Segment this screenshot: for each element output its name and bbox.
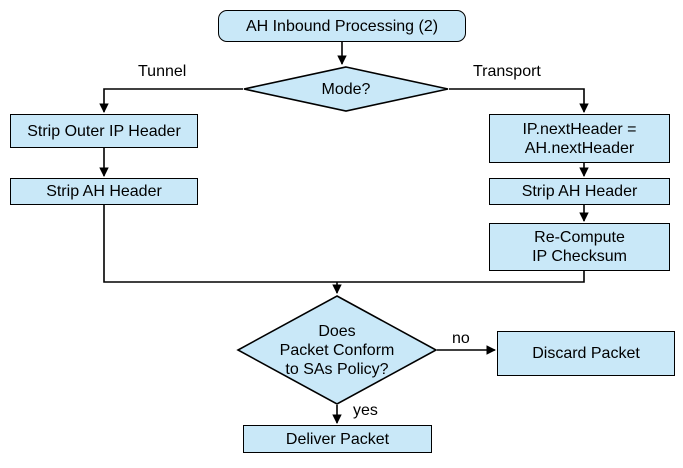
node-deliver-packet[interactable]: Deliver Packet [243, 425, 432, 453]
edge-mode-transport [449, 88, 589, 113]
node-start-label: AH Inbound Processing (2) [245, 17, 439, 35]
node-ip-nextheader-line1: IP.nextHeader = [522, 120, 637, 138]
edge-label-yes: yes [353, 402, 378, 419]
node-strip-ah-header-transport[interactable]: Strip AH Header [489, 178, 670, 205]
node-start[interactable]: AH Inbound Processing (2) [218, 10, 466, 42]
node-conform-decision[interactable]: Does Packet Conform to SAs Policy? [236, 295, 438, 405]
node-strip-ah-header-tunnel[interactable]: Strip AH Header [10, 178, 198, 205]
node-recompute-ip-checksum[interactable]: Re-Compute IP Checksum [489, 223, 670, 271]
edge-tunnel-merge [103, 205, 337, 283]
edge-transport-merge [337, 271, 585, 283]
node-mode[interactable]: Mode? [243, 66, 449, 112]
node-strip-ah-header-transport-label: Strip AH Header [521, 183, 638, 200]
node-ip-nextheader-line2: AH.nextHeader [524, 139, 635, 157]
node-ip-nextheader[interactable]: IP.nextHeader = AH.nextHeader [489, 114, 670, 163]
node-strip-outer-ip-header[interactable]: Strip Outer IP Header [10, 114, 198, 148]
node-recompute-ip-checksum-line1: Re-Compute [534, 229, 625, 246]
edge-label-no: no [452, 330, 470, 347]
node-recompute-ip-checksum-line2: IP Checksum [532, 248, 627, 265]
node-strip-ah-header-tunnel-label: Strip AH Header [46, 183, 162, 200]
edge-mode-tunnel [99, 88, 243, 113]
node-discard-packet[interactable]: Discard Packet [497, 331, 675, 376]
node-strip-outer-ip-header-label: Strip Outer IP Header [27, 122, 181, 140]
node-discard-packet-label: Discard Packet [532, 345, 640, 362]
edge-label-transport: Transport [473, 63, 541, 80]
edge-label-tunnel: Tunnel [138, 63, 187, 80]
node-deliver-packet-label: Deliver Packet [285, 430, 390, 448]
